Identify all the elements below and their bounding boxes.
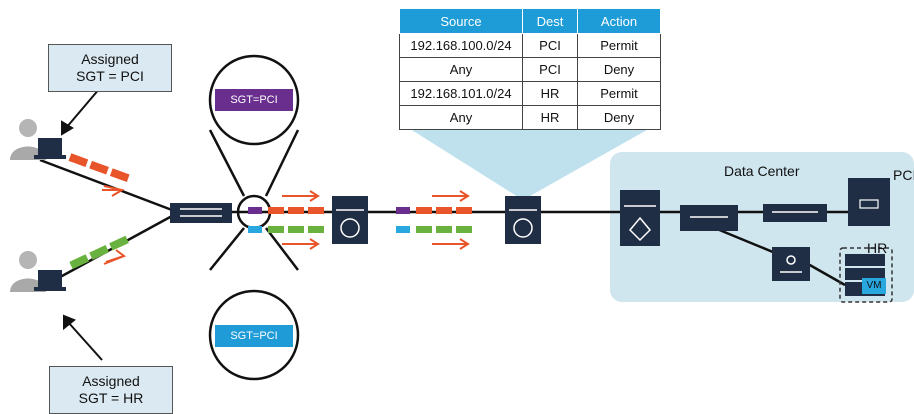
zoom-lines [208,129,300,271]
table-row: 192.168.101.0/24 HR Permit [399,81,661,106]
tagged-packets-uplink [248,207,324,233]
callout-assigned-pci: Assigned SGT = PCI [48,44,172,92]
datacenter-firewall-icon [620,190,660,246]
datacenter-zone [610,152,914,302]
table-header-row: Source Dest Action [399,8,661,34]
callout-arrows [61,87,103,361]
direction-arrows [102,185,470,265]
callout-pci-line2: SGT = PCI [76,68,144,84]
datacenter-title: Data Center [724,163,800,179]
cell-source: Any [399,105,523,130]
cell-source: 192.168.100.0/24 [399,33,523,58]
column-header-source: Source [399,8,523,34]
datacenter-switch-1-icon [680,205,738,231]
sgt-tag-blue: SGT=PCI [215,325,293,347]
hr-packets-user [69,235,129,270]
cell-action: Permit [577,33,661,58]
datacenter-switch-2-icon [763,204,827,222]
column-header-dest: Dest [522,8,578,34]
cell-dest: PCI [522,33,578,58]
column-header-action: Action [577,8,661,34]
callout-pci-line1: Assigned [81,51,139,67]
callout-hr-line2: SGT = HR [78,390,144,406]
hr-label: HR [867,240,888,256]
vm-badge: VM [862,278,886,294]
callout-assigned-hr: Assigned SGT = HR [49,366,173,414]
cell-source: Any [399,57,523,82]
enforcement-router-icon [505,196,541,244]
pci-server-icon [848,178,890,226]
access-switch-icon [170,203,232,223]
user-hr-icon [10,251,66,292]
cell-action: Deny [577,105,661,130]
table-row: 192.168.100.0/24 PCI Permit [399,33,661,58]
acl-spotlight [399,122,661,200]
sgt-tag-purple: SGT=PCI [215,89,293,111]
tagged-packets-core [396,207,472,233]
cell-dest: HR [522,105,578,130]
callout-hr-line1: Assigned [82,373,140,389]
cell-source: 192.168.101.0/24 [399,81,523,106]
cell-dest: HR [522,81,578,106]
pci-packets-user [68,153,130,183]
load-balancer-icon [772,247,810,281]
pci-label: PCI [893,167,914,183]
table-row: Any PCI Deny [399,57,661,82]
user-pci-icon [10,119,66,160]
cell-action: Permit [577,81,661,106]
cell-dest: PCI [522,57,578,82]
router-1-icon [332,196,368,244]
table-row: Any HR Deny [399,105,661,130]
sgacl-policy-table: Source Dest Action 192.168.100.0/24 PCI … [399,8,661,130]
cell-action: Deny [577,57,661,82]
